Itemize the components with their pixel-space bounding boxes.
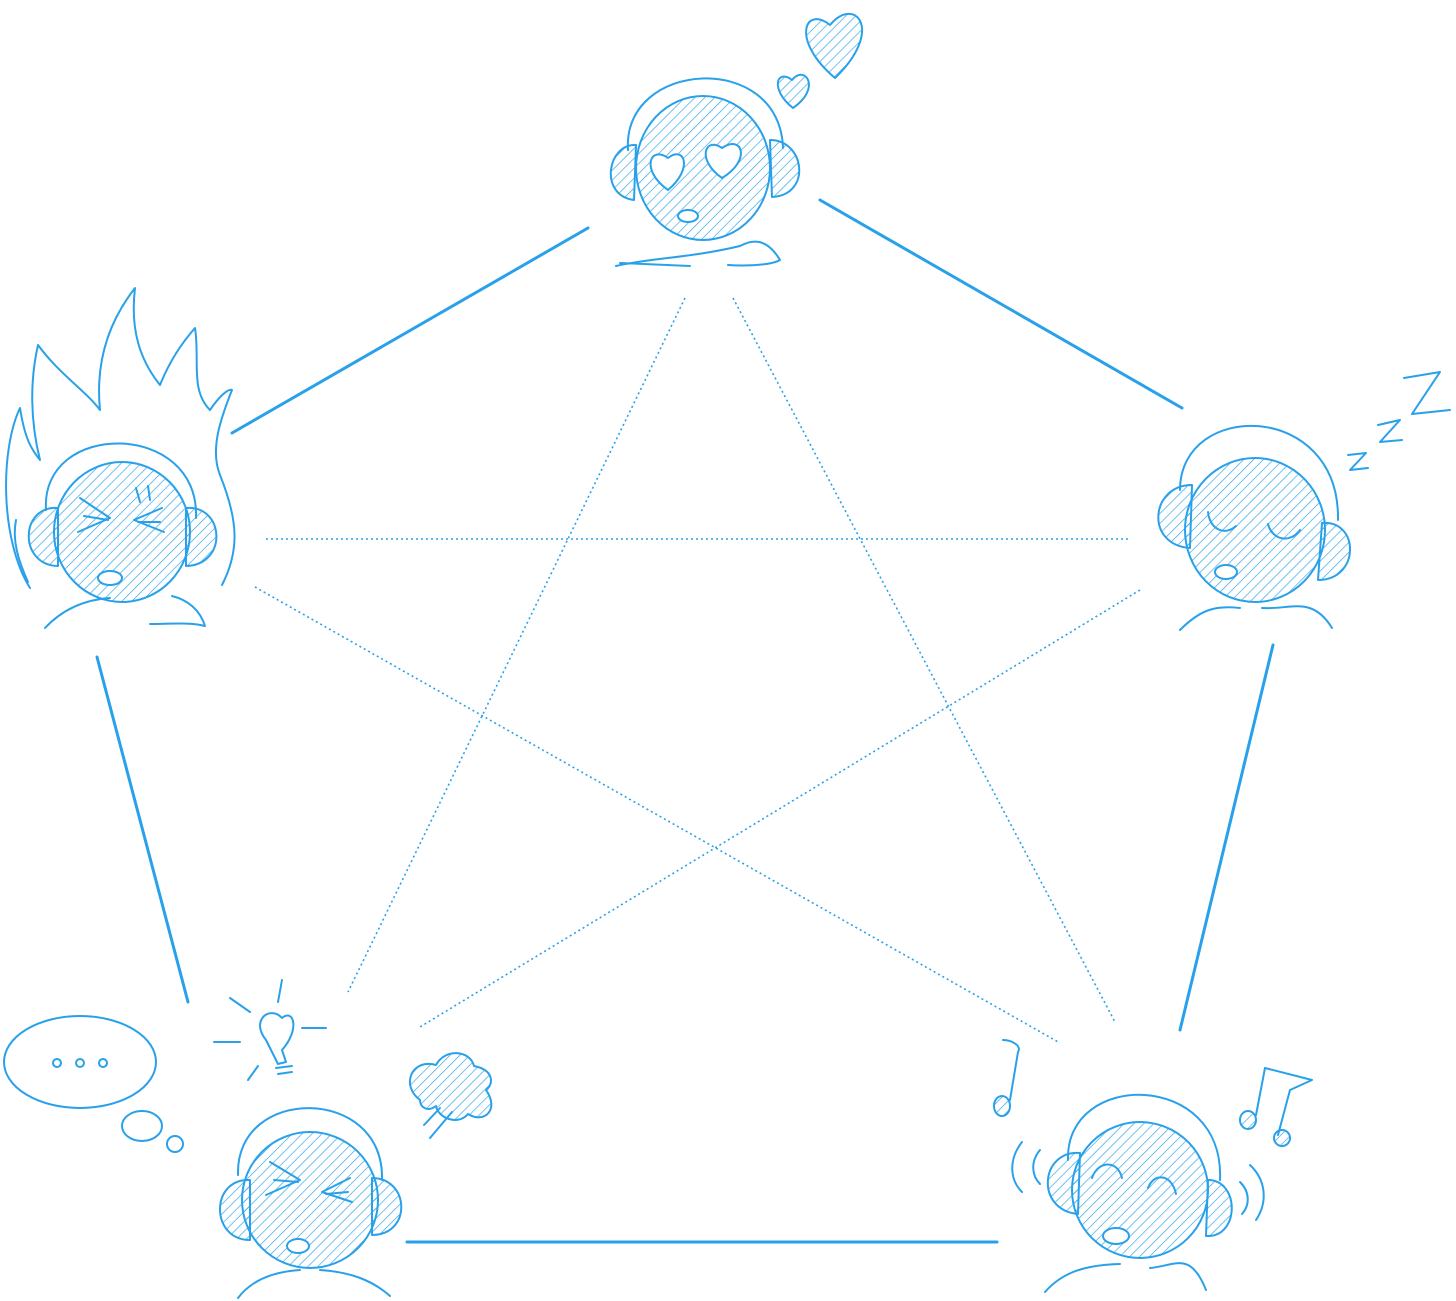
left-earphone-icon [27, 506, 59, 567]
floating-heart-large-icon [805, 12, 864, 79]
face [635, 95, 771, 241]
squint-eye-right [321, 1177, 353, 1203]
right-earphone-icon [1317, 521, 1351, 581]
squint-eye-right [133, 507, 165, 533]
squint-eye-left [77, 497, 111, 533]
floating-heart-small-icon [776, 73, 810, 109]
solid-link-top-right [818, 198, 1184, 410]
dotted-link-right-bottom-left [419, 589, 1141, 1028]
ellipsis-thought-icon [3, 1015, 184, 1153]
heart-eye-right-icon [704, 143, 742, 179]
left-earphone-icon [1157, 484, 1193, 549]
solid-link-top-left [230, 226, 590, 435]
node-left-angry [5, 287, 236, 629]
solid-link-bottom-left-left [95, 655, 190, 1004]
sleep-zzz-icon [1347, 371, 1451, 471]
closed-eye-left [1207, 511, 1237, 532]
mouth [1102, 1227, 1130, 1245]
left-earphone-icon [609, 143, 637, 201]
right-earphone-icon [371, 1177, 403, 1236]
mouth [286, 1238, 310, 1254]
closed-eye-right [1267, 523, 1301, 540]
music-note-left-icon [993, 1039, 1020, 1117]
node-top-in-love [609, 12, 864, 267]
node-bottom-right-happy [993, 1039, 1313, 1293]
dotted-link-left-bottom-right [254, 586, 1061, 1044]
face [1184, 457, 1326, 603]
node-right-sleeping [1157, 371, 1451, 631]
music-note-right-icon [1239, 1067, 1313, 1147]
right-earphone-icon [1205, 1179, 1233, 1238]
face [241, 1131, 379, 1269]
face [1071, 1121, 1209, 1259]
steam-puff-icon [408, 1052, 493, 1139]
node-bottom-left-frustrated [3, 979, 493, 1299]
dotted-link-top-bottom-right [732, 297, 1116, 1023]
face [53, 461, 191, 603]
mouth [677, 209, 699, 223]
mouth [97, 570, 123, 586]
dotted-link-top-bottom-left [347, 297, 686, 993]
right-earphone-icon [769, 139, 801, 198]
squint-eye-left [265, 1161, 301, 1196]
mouth [1214, 564, 1238, 580]
heart-eye-left-icon [649, 153, 685, 191]
happy-eye-right [1147, 1176, 1177, 1195]
flames-icon [5, 287, 236, 589]
solid-link-right-bottom-right [1178, 643, 1275, 1032]
happy-eye-left [1091, 1163, 1123, 1179]
lightbulb-icon [213, 979, 327, 1081]
right-earphone-icon [185, 506, 218, 567]
